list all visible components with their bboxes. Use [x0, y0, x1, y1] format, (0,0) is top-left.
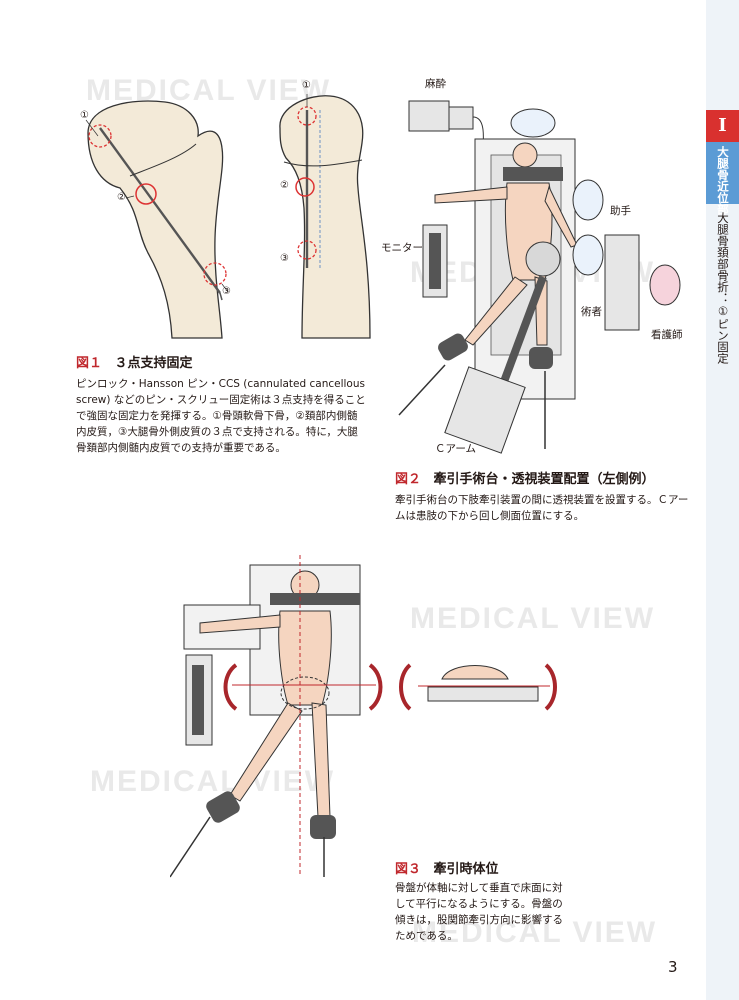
- fig2-title: 牽引手術台・透視装置配置（左側例）: [433, 472, 655, 487]
- fig1-lateral-marker-3: ③: [280, 253, 289, 264]
- fig2-caption-title: 図２ 牽引手術台・透視装置配置（左側例）: [395, 468, 655, 487]
- fig1-marker-1: ①: [80, 110, 89, 121]
- section-tab: 大腿骨近位部: [706, 142, 739, 215]
- subsection-label: 大腿骨頚部骨折：①ピン固定: [716, 212, 730, 364]
- fig1-marker-3: ③: [222, 286, 231, 297]
- fig2-label-nurse: 看護師: [651, 329, 683, 341]
- fig3-title: 牽引時体位: [433, 862, 499, 877]
- page-number: 3: [668, 958, 678, 976]
- fig2-label-surgeon: 術者: [581, 306, 602, 318]
- femur-ap-bone: [87, 100, 224, 339]
- fig1-caption-body: ピンロック・Hansson ピン・CCS (cannulated cancell…: [76, 378, 366, 454]
- fig3-number: 図３: [395, 862, 422, 877]
- fig1-lateral-marker-1: ①: [302, 80, 311, 91]
- fig1-number: 図１: [76, 356, 103, 371]
- section-tab-label: 大腿骨近位部: [716, 146, 730, 215]
- fig2-label-c-arm: Ｃアーム: [435, 443, 477, 455]
- watermark: MEDICAL VIEW: [410, 602, 656, 635]
- fig2-label-anesthesia: 麻酔: [425, 78, 446, 90]
- fig2-caption-body: 牽引手術台の下肢牽引装置の間に透視装置を設置する。Ｃアームは患肢の下から回し側面…: [395, 494, 689, 522]
- fig3-caption-title: 図３ 牽引時体位: [395, 858, 499, 877]
- fig3-traction-position: [170, 555, 557, 878]
- fig2-operating-room-layout: [398, 100, 681, 454]
- fig3-caption-body: 骨盤が体軸に対して垂直で床面に対して平行になるようにする。骨盤の傾きは，股関節牽…: [395, 882, 563, 942]
- watermark: MEDICAL VIEW: [412, 916, 658, 949]
- fig2-number: 図２: [395, 472, 422, 487]
- femur-lateral-bone: [279, 95, 371, 339]
- fig2-label-monitor: モニター: [381, 242, 423, 254]
- fig1-title: ３点支持固定: [114, 356, 193, 371]
- fig1-caption-title: 図１ ３点支持固定: [76, 352, 193, 371]
- watermark: MEDICAL VIEW: [86, 74, 332, 107]
- fig2-label-assistant: 助手: [610, 205, 631, 217]
- fig1-lateral-marker-2: ②: [280, 180, 289, 191]
- watermark: MEDICAL VIEW: [90, 765, 336, 798]
- fig1-marker-2: ②: [117, 192, 126, 203]
- chapter-letter-tab: I: [706, 110, 739, 142]
- fig1-femur-illustration: [85, 94, 371, 339]
